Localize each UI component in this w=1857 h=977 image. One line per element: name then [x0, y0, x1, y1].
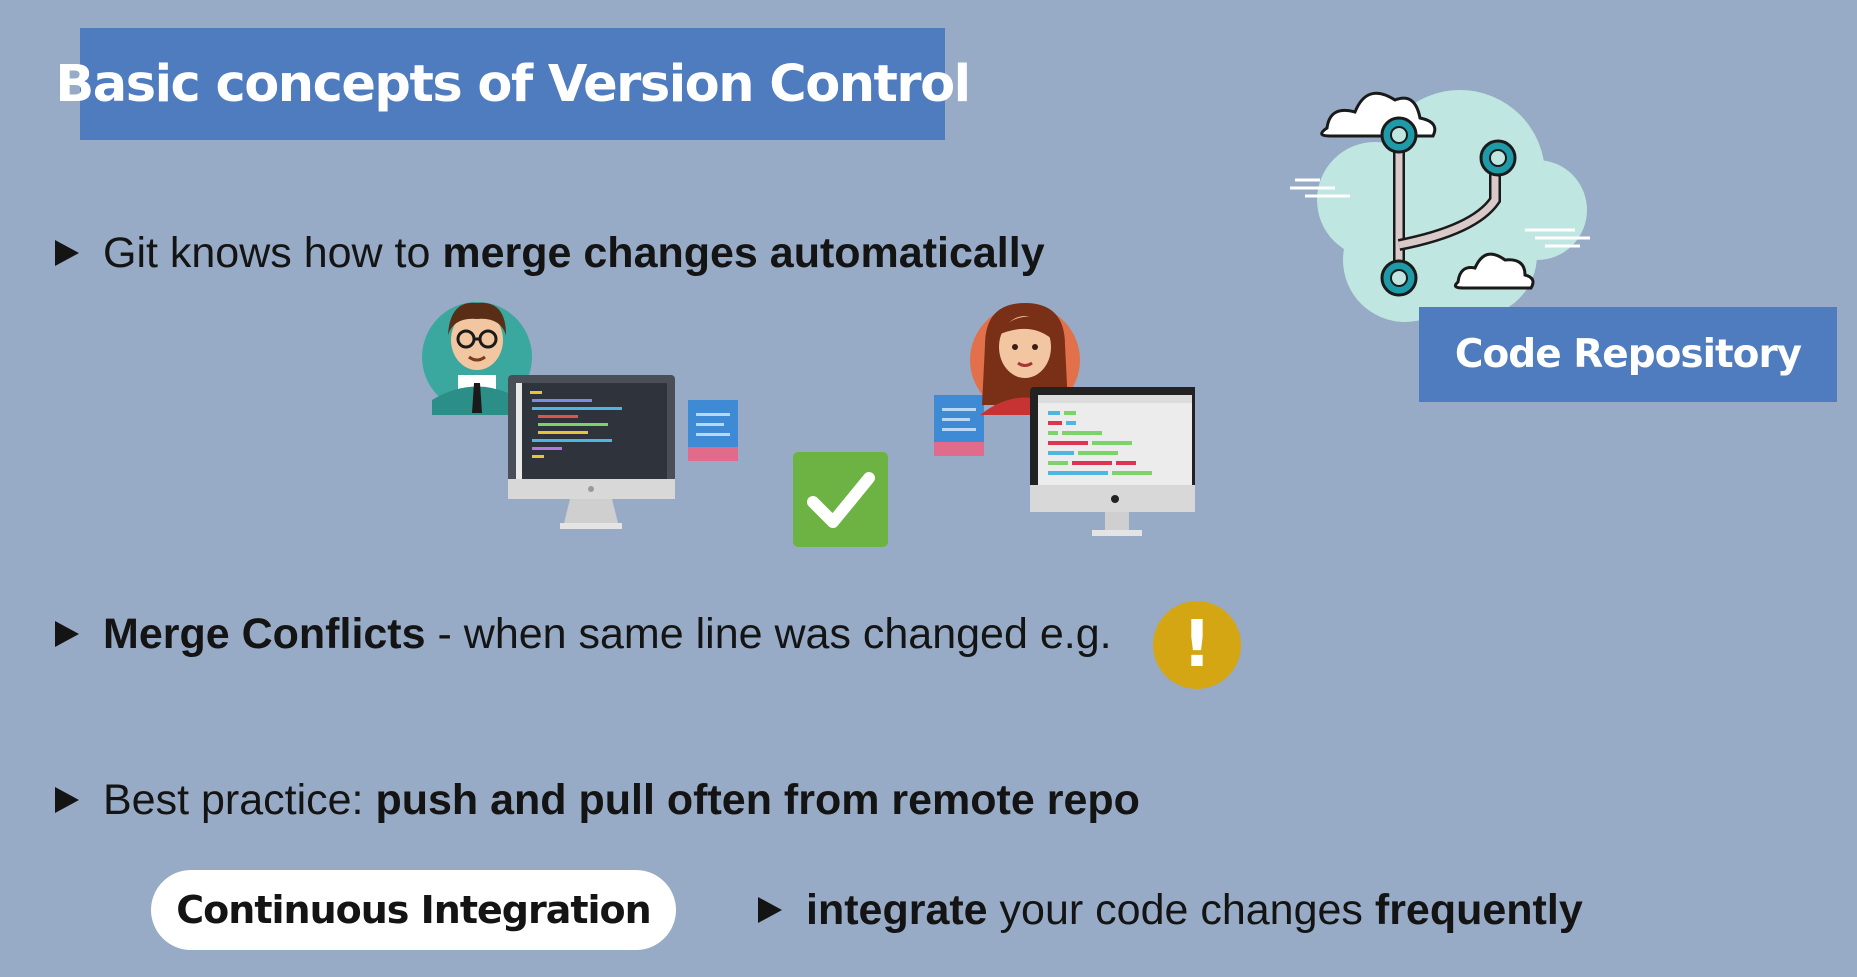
slide-title-box: Basic concepts of Version Control	[55, 28, 971, 140]
bullet-text-normal: Git knows how to	[103, 229, 443, 277]
code-repository-label-box: Code Repository	[1419, 307, 1837, 402]
triangle-bullet-icon	[758, 897, 782, 923]
bullet-integrate: integrate your code changes frequently	[758, 884, 1583, 936]
git-branch-cloud-icon	[1290, 90, 1590, 322]
continuous-integration-pill: Continuous Integration	[151, 870, 676, 950]
triangle-bullet-icon	[55, 240, 79, 266]
triangle-bullet-icon	[55, 787, 79, 813]
exclamation-icon: !	[1153, 601, 1241, 689]
checkmark-icon	[793, 452, 888, 547]
bullet-merge-conflicts: Merge Conflicts - when same line was cha…	[55, 608, 1112, 660]
bullet-text-bold: push and pull often from remote repo	[375, 776, 1140, 824]
bullet-text-normal: Best practice:	[103, 776, 376, 824]
avatar-male	[422, 302, 532, 415]
code-file-icon	[688, 400, 738, 461]
code-file-icon	[934, 395, 984, 456]
bullet-merge-auto: Git knows how to merge changes automatic…	[55, 227, 1045, 279]
dark-monitor-icon	[508, 375, 675, 529]
ci-bold-frequently: frequently	[1374, 886, 1583, 934]
developer-female-illustration	[934, 303, 1195, 536]
ci-pill-label: Continuous Integration	[176, 888, 651, 932]
bullet-text-bold: Merge Conflicts	[103, 610, 426, 658]
ci-bold-integrate: integrate	[806, 886, 988, 934]
light-monitor-icon	[1030, 387, 1195, 536]
bullet-best-practice: Best practice: push and pull often from …	[55, 774, 1140, 826]
slide-title: Basic concepts of Version Control	[55, 54, 971, 114]
code-repository-label: Code Repository	[1454, 332, 1802, 377]
ci-text-normal: your code changes	[987, 886, 1375, 934]
bullet-text-bold: merge changes automatically	[442, 229, 1045, 277]
triangle-bullet-icon	[55, 621, 79, 647]
bullet-text-normal: - when same line was changed e.g.	[425, 610, 1112, 658]
developer-male-illustration	[422, 302, 738, 529]
